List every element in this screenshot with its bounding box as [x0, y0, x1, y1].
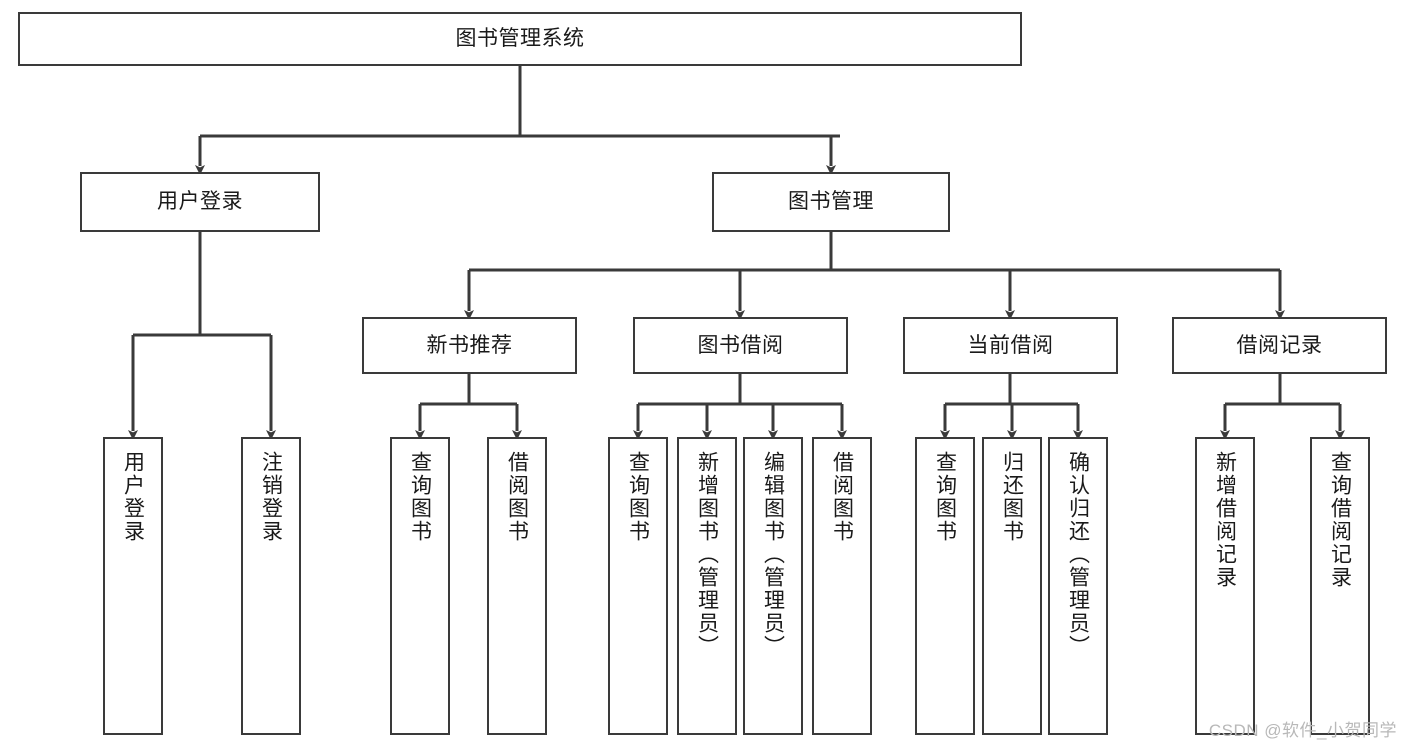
node-label: 归还图书 [1000, 451, 1024, 543]
watermark-text: CSDN @软件_小贺同学 [1208, 721, 1397, 740]
leaf-query-book-1[interactable]: 查询图书 [390, 437, 450, 735]
node-current-borrow[interactable]: 当前借阅 [903, 317, 1118, 374]
leaf-confirm-return[interactable]: 确认归还（管理员） [1048, 437, 1108, 735]
node-root-system[interactable]: 图书管理系统 [18, 12, 1022, 66]
node-label: 新增借阅记录 [1213, 451, 1237, 589]
leaf-borrow-book-2[interactable]: 借阅图书 [812, 437, 872, 735]
leaf-add-record[interactable]: 新增借阅记录 [1195, 437, 1255, 735]
node-label: 用户登录 [121, 451, 145, 543]
leaf-query-book-3[interactable]: 查询图书 [915, 437, 975, 735]
node-label: 查询图书 [626, 451, 650, 543]
leaf-edit-book[interactable]: 编辑图书（管理员） [743, 437, 803, 735]
node-book-management[interactable]: 图书管理 [712, 172, 950, 232]
node-book-borrow[interactable]: 图书借阅 [633, 317, 848, 374]
node-label: 图书管理 [788, 190, 874, 214]
leaf-return-book[interactable]: 归还图书 [982, 437, 1042, 735]
node-label: 图书借阅 [697, 333, 784, 357]
node-label: 新书推荐 [426, 333, 513, 357]
node-label: 编辑图书（管理员） [761, 451, 785, 658]
node-new-book-recommend[interactable]: 新书推荐 [362, 317, 577, 374]
node-label: 查询图书 [408, 451, 432, 543]
node-label: 用户登录 [157, 190, 243, 214]
node-label: 确认归还（管理员） [1066, 451, 1090, 658]
leaf-query-record[interactable]: 查询借阅记录 [1310, 437, 1370, 735]
node-label: 新增图书（管理员） [695, 451, 719, 658]
node-borrow-record[interactable]: 借阅记录 [1172, 317, 1387, 374]
leaf-borrow-book-1[interactable]: 借阅图书 [487, 437, 547, 735]
leaf-user-login[interactable]: 用户登录 [103, 437, 163, 735]
leaf-query-book-2[interactable]: 查询图书 [608, 437, 668, 735]
node-user-login[interactable]: 用户登录 [80, 172, 320, 232]
leaf-add-book[interactable]: 新增图书（管理员） [677, 437, 737, 735]
node-label: 查询图书 [933, 451, 957, 543]
node-label: 当前借阅 [967, 333, 1054, 357]
node-label: 借阅图书 [830, 451, 854, 543]
node-label: 借阅图书 [505, 451, 529, 543]
node-label: 图书管理系统 [455, 27, 585, 51]
leaf-logout[interactable]: 注销登录 [241, 437, 301, 735]
node-label: 查询借阅记录 [1328, 451, 1352, 589]
node-label: 借阅记录 [1236, 333, 1323, 357]
node-label: 注销登录 [259, 451, 283, 543]
